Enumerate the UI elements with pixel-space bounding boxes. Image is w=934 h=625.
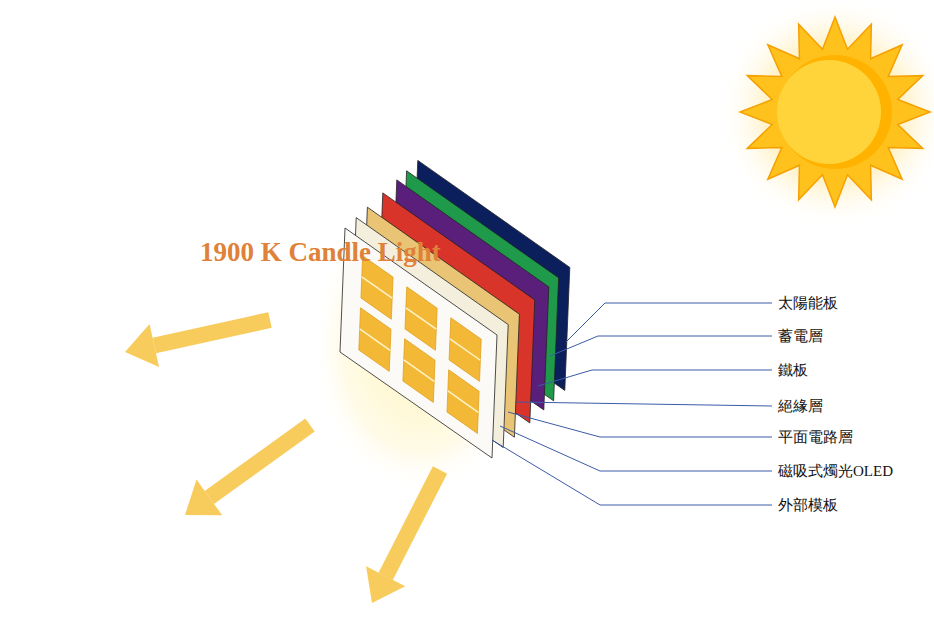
oled-tile [405, 287, 437, 351]
layered-panel [340, 160, 570, 458]
light-arrow-head [185, 480, 222, 516]
light-arrows [125, 320, 440, 603]
light-arrow-shaft [209, 425, 310, 497]
part-label: 外部模板 [778, 496, 838, 514]
leader-lines [492, 303, 772, 505]
sun [740, 17, 930, 207]
oled-tile [447, 370, 479, 434]
oled-tile [449, 318, 481, 382]
leader-line [508, 412, 772, 437]
light-arrow-head [366, 566, 405, 603]
leader-line [492, 440, 772, 505]
light-caption: 1900 K Candle Light [200, 236, 441, 268]
light-arrow-head [125, 324, 159, 367]
sun-rays [740, 17, 930, 207]
oled-tile [403, 339, 435, 403]
light-arrow-shaft [154, 320, 270, 346]
part-label: 平面電路層 [778, 428, 853, 446]
sun-disc-light [777, 60, 881, 164]
leader-line [550, 336, 772, 356]
leader-line [515, 402, 772, 406]
part-label: 磁吸式燭光OLED [778, 462, 893, 480]
tile-divider [450, 339, 480, 360]
sun-glow [717, 0, 934, 230]
light-arrow-shaft [386, 470, 440, 576]
oled-tile [359, 308, 391, 372]
tile-divider [362, 277, 392, 298]
leader-line [500, 426, 772, 471]
part-label: 蓄電層 [778, 327, 823, 345]
tile-divider [404, 360, 434, 381]
tile-divider [406, 308, 436, 329]
tile-divider [360, 329, 390, 350]
tile-divider [448, 391, 478, 412]
part-label: 太陽能板 [778, 294, 838, 312]
leader-line [538, 370, 772, 386]
part-label: 絕緣層 [778, 397, 823, 415]
sun-disc [778, 55, 892, 169]
part-label: 鐵板 [778, 361, 808, 379]
